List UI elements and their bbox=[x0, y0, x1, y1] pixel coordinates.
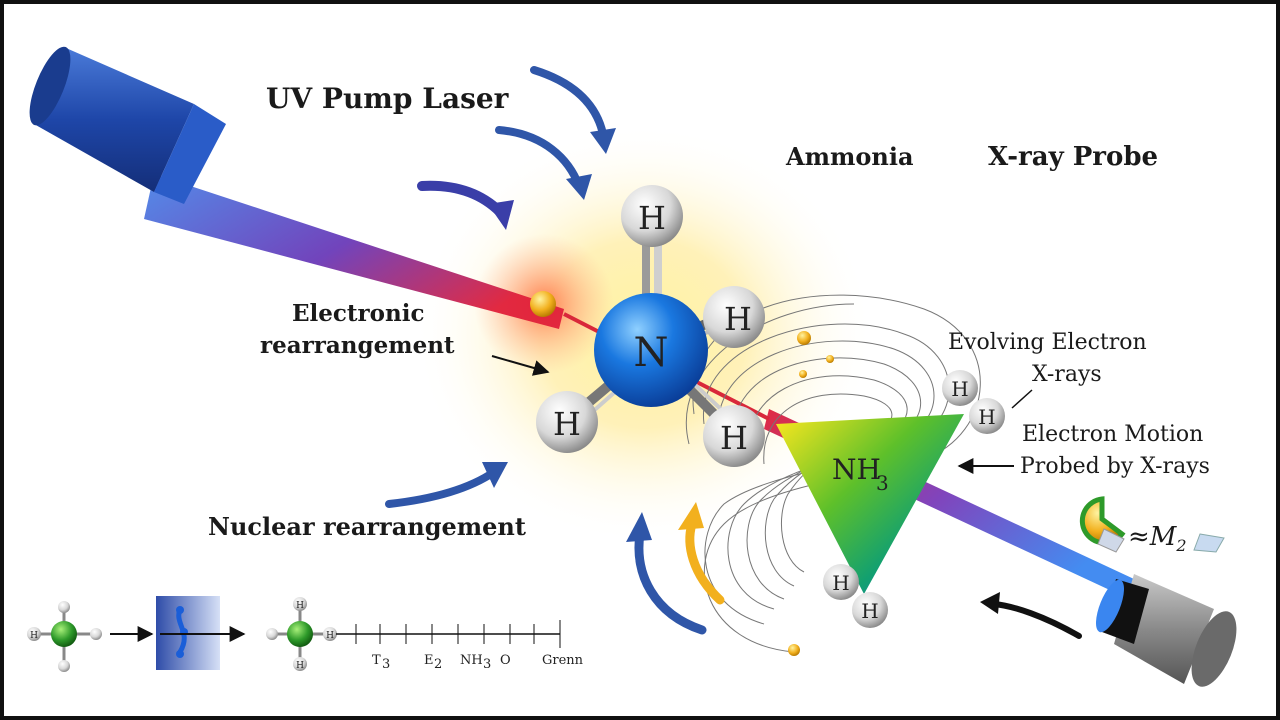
svg-text:H: H bbox=[832, 571, 849, 595]
svg-text:H: H bbox=[978, 405, 995, 429]
molecule-icon bbox=[287, 621, 313, 647]
svg-text:H: H bbox=[296, 661, 304, 671]
hydrogen-atom: H bbox=[703, 286, 765, 348]
diagram-graphics: N H H H H NH 3 H H H H bbox=[27, 46, 1237, 687]
particle bbox=[826, 355, 834, 363]
pump-particle bbox=[530, 291, 556, 317]
label-uv-pump-laser: UV Pump Laser bbox=[266, 82, 509, 115]
label-xray-probe: X-ray Probe bbox=[988, 142, 1159, 172]
svg-text:H: H bbox=[861, 599, 878, 623]
label-electron-motion: Electron Motion bbox=[1022, 422, 1204, 447]
uv-pump-laser-source bbox=[29, 46, 564, 329]
svg-text:H: H bbox=[296, 601, 304, 611]
label-evolving-electron: Evolving Electron bbox=[948, 330, 1147, 355]
label-nuclear-rearrangement: Nuclear rearrangement bbox=[208, 512, 526, 541]
electron-probe-icon bbox=[1079, 496, 1225, 553]
particle bbox=[797, 331, 811, 345]
svg-text:2: 2 bbox=[434, 657, 442, 672]
svg-text:H: H bbox=[724, 300, 752, 338]
laser-barrel bbox=[34, 48, 194, 192]
approx-symbol: ≈M bbox=[1128, 522, 1177, 552]
svg-text:N: N bbox=[634, 330, 669, 376]
timeline-tick-label: E 2 bbox=[424, 653, 442, 672]
curved-arrows bbox=[385, 66, 1082, 639]
svg-text:3: 3 bbox=[382, 657, 390, 672]
label-approx-m: ≈M2 bbox=[1128, 522, 1187, 555]
laser-end bbox=[29, 46, 71, 126]
svg-text:T: T bbox=[372, 653, 381, 668]
curved-arrow-icon bbox=[634, 529, 707, 635]
svg-text:3: 3 bbox=[876, 471, 889, 495]
label-xrays: X-rays bbox=[1032, 362, 1102, 387]
svg-text:H: H bbox=[326, 631, 334, 641]
svg-text:H: H bbox=[951, 377, 968, 401]
svg-text:3: 3 bbox=[483, 657, 491, 672]
curved-arrow-icon bbox=[991, 601, 1082, 639]
curved-arrow-icon bbox=[685, 519, 725, 605]
hydrogen-atom: H bbox=[969, 398, 1005, 434]
label-electronic: Electronic bbox=[292, 300, 425, 327]
timeline-tick-label: Grenn bbox=[542, 653, 584, 668]
hydrogen-atom: H bbox=[703, 405, 765, 467]
timeline-tick-label: T 3 bbox=[372, 653, 390, 672]
hydrogen-atom: H bbox=[823, 564, 859, 600]
svg-text:H: H bbox=[720, 419, 748, 457]
particle bbox=[799, 370, 807, 378]
approx-subscript: 2 bbox=[1176, 536, 1187, 556]
pointer-arrow-icon bbox=[491, 355, 550, 376]
timeline-axis: T 3 E 2 NH 3 O Grenn bbox=[336, 620, 584, 672]
svg-text:O: O bbox=[500, 653, 511, 668]
leader-line bbox=[1011, 389, 1033, 409]
particle bbox=[788, 644, 800, 656]
svg-text:H: H bbox=[30, 631, 38, 641]
svg-text:H: H bbox=[553, 405, 581, 443]
hydrogen-atom: H bbox=[536, 391, 598, 453]
nh3-triangle: NH 3 bbox=[776, 414, 964, 594]
hydrogen-atom: H bbox=[621, 185, 683, 247]
curved-arrow-icon bbox=[530, 66, 608, 143]
timeline-tick-label: NH 3 bbox=[460, 653, 491, 672]
timeline-tick-label: O bbox=[500, 653, 511, 668]
hydrogen-atom: H bbox=[942, 370, 978, 406]
xray-detector bbox=[1096, 574, 1237, 687]
svg-text:NH: NH bbox=[832, 453, 881, 486]
svg-text:E: E bbox=[424, 653, 434, 668]
label-ammonia: Ammonia bbox=[786, 142, 914, 171]
svg-text:Grenn: Grenn bbox=[542, 653, 584, 668]
label-rearrangement: rearrangement bbox=[260, 332, 455, 359]
laser-ring bbox=[154, 104, 226, 204]
hydrogen-atom: H bbox=[852, 592, 888, 628]
uv-beam-cone bbox=[144, 174, 564, 329]
reaction-schematic: H H H H bbox=[27, 596, 337, 672]
curved-arrow-icon bbox=[385, 468, 498, 508]
svg-text:H: H bbox=[638, 199, 666, 237]
nitrogen-atom: N bbox=[594, 293, 708, 407]
label-probed-by-xrays: Probed by X-rays bbox=[1020, 454, 1210, 479]
svg-text:NH: NH bbox=[460, 653, 483, 668]
molecule-icon bbox=[51, 621, 77, 647]
